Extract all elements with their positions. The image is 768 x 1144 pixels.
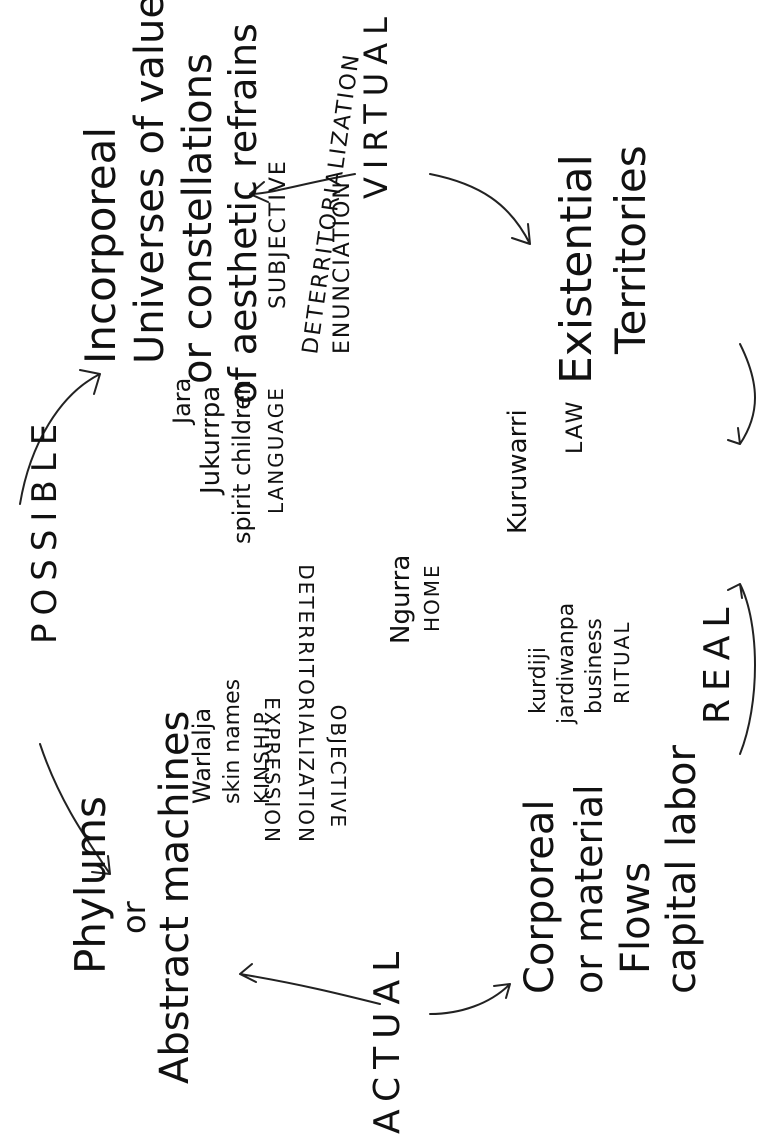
incorporeal-line-1: Incorporeal <box>76 126 125 364</box>
label-real: REAL <box>697 599 738 724</box>
corporeal-line-4: capital labor <box>659 745 705 994</box>
jukurrpa-line-4: LANGUAGE <box>264 386 288 514</box>
corporeal-line-3: Flows <box>613 861 659 974</box>
arrow-actual-to-phylums <box>239 963 381 1005</box>
arrow-actual-to-corporeal <box>429 983 511 1015</box>
incorporeal-line-3: or constellations <box>175 53 221 384</box>
jukurrpa-line-3: spirit children <box>228 379 256 544</box>
kuruwarri-line-1: Kuruwarri <box>503 409 533 534</box>
ngurra-line-1: Ngurra <box>386 554 416 644</box>
kurdiji-line-4: RITUAL <box>610 620 634 704</box>
kuruwarri-line-2: LAW <box>563 399 588 454</box>
subjective-line-1: SUBJECTIVE <box>266 159 291 309</box>
label-virtual: VIRTUAL <box>357 9 395 199</box>
objective-line-1: OBJECTIVE <box>326 704 350 829</box>
incorporeal-line-4: of aesthetic refrains <box>221 23 265 404</box>
kurdiji-line-3: business <box>582 618 607 714</box>
phylums-line-2: or <box>115 901 153 934</box>
jukurrpa-line-2: Jukurrpa <box>196 385 226 494</box>
label-possible: POSSIBLE <box>25 415 65 644</box>
label-actual: ACTUAL <box>367 943 408 1134</box>
jukurrpa-line-1: Jara <box>168 377 196 424</box>
kurdiji-line-1: kurdiji <box>526 647 551 714</box>
arrow-real-to-existential <box>727 583 756 755</box>
warlalja-line-3: KINSHIP <box>250 710 274 804</box>
phylums-line-1: Phylums <box>66 796 115 974</box>
warlalja-line-2: skin names <box>220 678 245 804</box>
warlalja-line-1: Warlalja <box>188 707 216 804</box>
corporeal-line-1: Corporeal <box>517 799 563 994</box>
arrow-possible-to-incorporeal <box>19 369 101 505</box>
ngurra-line-2: HOME <box>420 563 444 632</box>
incorporeal-line-2: Universes of value <box>127 0 173 364</box>
objective-line-2: DETERRITORIALIZATION <box>294 564 318 844</box>
existential-line-1: Existential <box>551 154 602 384</box>
arrow-virtual-to-existential <box>429 173 531 245</box>
arrow-virtual-to-incorporeal <box>249 173 356 203</box>
subjective-line-3: ENUNCIATION <box>330 180 355 354</box>
existential-line-2: Territories <box>606 145 655 354</box>
arrow-real-to-corporeal <box>727 343 756 445</box>
kurdiji-line-2: jardiwanpa <box>554 602 579 724</box>
corporeal-line-2: or material <box>567 784 611 994</box>
arrow-possible-to-phylums <box>39 743 111 875</box>
